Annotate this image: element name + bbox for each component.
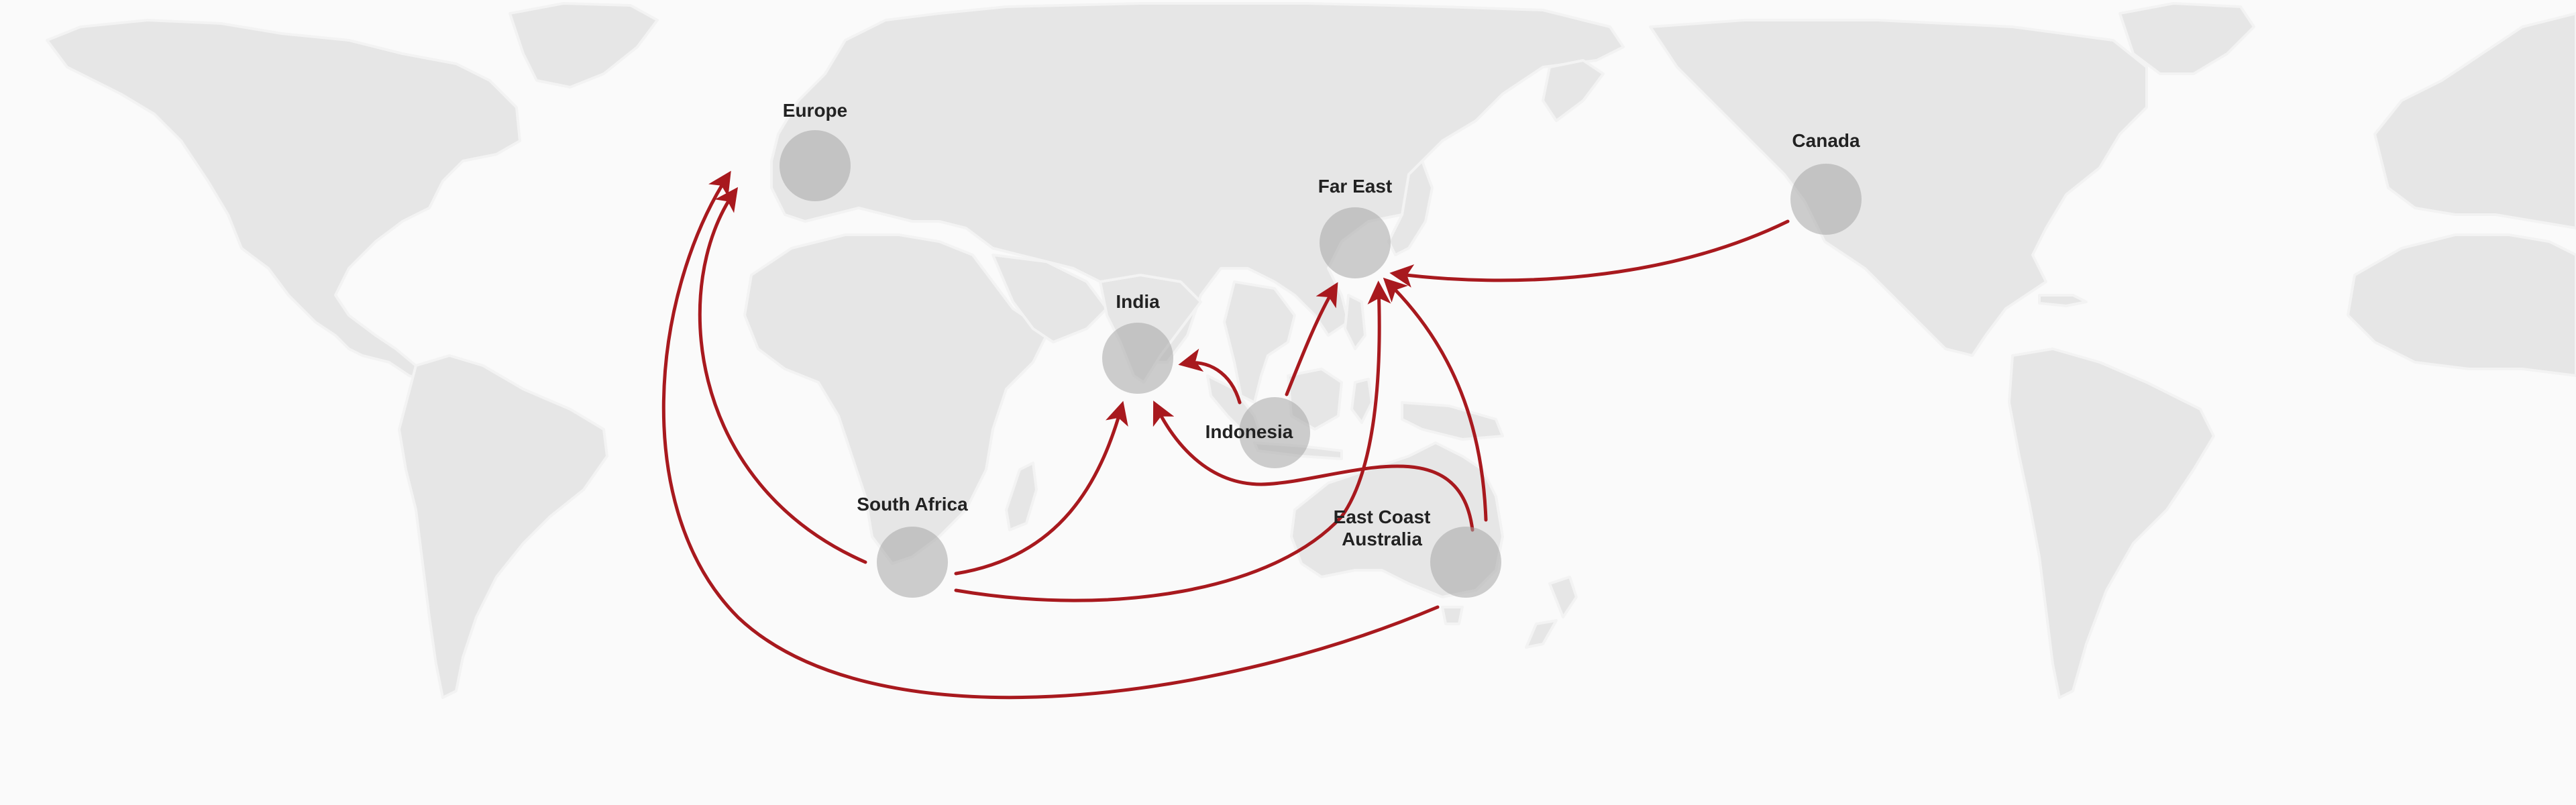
region-marker-indonesia[interactable]	[1239, 397, 1310, 468]
region-label-south-africa: South Africa	[857, 494, 968, 515]
region-label-indonesia: Indonesia	[1205, 421, 1293, 442]
south-america-right-landmass	[2008, 347, 2215, 699]
route-canada-to-far-east	[1389, 219, 1790, 288]
region-marker-india[interactable]	[1102, 323, 1173, 394]
madagascar-landmass	[1005, 462, 1038, 531]
region-marker-canada[interactable]	[1790, 164, 1862, 235]
south-america-left-landmass	[398, 354, 608, 699]
route-south-africa-to-india	[954, 400, 1128, 576]
philippines-landmass	[1344, 294, 1366, 350]
route-south-africa-to-europe	[698, 186, 867, 564]
route-south-africa-to-far-east	[954, 280, 1391, 602]
route-indonesia-to-india	[1178, 348, 1242, 405]
region-label-europe: Europe	[782, 100, 848, 121]
region-marker-south-africa[interactable]	[877, 527, 948, 598]
japan-landmass	[1387, 160, 1434, 256]
europe-right-edge-landmass	[2373, 12, 2576, 229]
caribbean-islands-landmass	[2038, 294, 2088, 307]
arabia-landmass	[991, 254, 1108, 343]
region-marker-far-east[interactable]	[1320, 207, 1391, 278]
africa-right-edge-landmass	[2347, 233, 2576, 377]
region-marker-east-coast-australia[interactable]	[1430, 527, 1501, 598]
north-america-left-landmass	[46, 19, 521, 384]
region-label-india: India	[1116, 291, 1160, 312]
route-east-coast-australia-to-europe	[661, 170, 1440, 700]
sulawesi-landmass	[1350, 378, 1373, 424]
route-indonesia-to-far-east	[1285, 282, 1338, 396]
new-guinea-landmass	[1401, 401, 1504, 441]
region-label-canada: Canada	[1792, 130, 1860, 151]
region-markers-layer	[780, 130, 1862, 598]
eurasia-landmass	[770, 2, 1625, 364]
region-label-east-coast-australia: East Coast Australia	[1333, 506, 1431, 549]
greenland-landmass	[508, 2, 659, 89]
trade-routes-layer	[661, 170, 1790, 700]
new-zealand-landmass	[1525, 576, 1578, 649]
landmass-layer	[46, 2, 2576, 699]
region-label-far-east: Far East	[1318, 176, 1393, 197]
kamchatka-landmass	[1542, 59, 1605, 122]
route-east-coast-australia-to-far-east	[1383, 277, 1488, 522]
greenland-right-landmass	[2118, 2, 2255, 75]
africa-landmass	[743, 233, 1048, 565]
tasmania-landmass	[1441, 606, 1464, 625]
region-marker-europe[interactable]	[780, 130, 851, 201]
route-east-coast-australia-to-india	[1152, 400, 1474, 532]
southeast-asia-landmass	[1223, 280, 1296, 404]
north-america-right-landmass	[1649, 19, 2148, 357]
